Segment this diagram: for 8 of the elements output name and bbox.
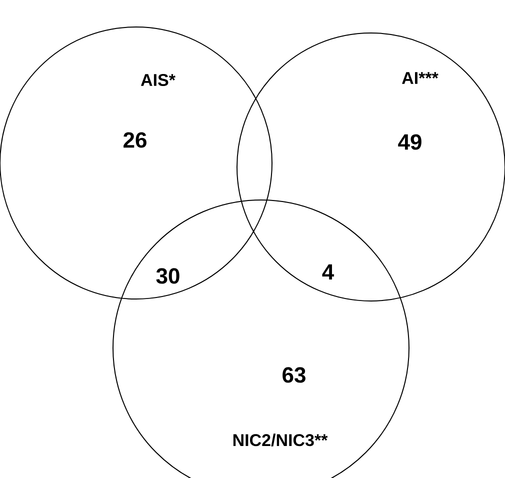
set-label: AIS* [140, 74, 176, 86]
set-label: NIC2/NIC3** [233, 434, 328, 446]
set-label: AI*** [402, 72, 438, 84]
count: 49 [398, 134, 422, 150]
count: 30 [156, 268, 180, 284]
count: 4 [322, 264, 334, 280]
count: 26 [124, 132, 146, 148]
count: 63 [282, 367, 306, 383]
